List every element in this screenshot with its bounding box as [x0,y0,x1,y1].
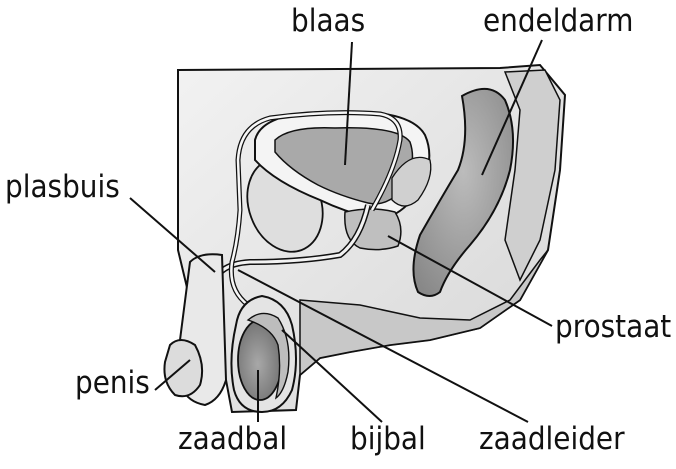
label-blaas: blaas [291,6,365,37]
label-bijbal: bijbal [350,424,426,455]
label-prostaat: prostaat [555,312,671,343]
label-zaadbal: zaadbal [178,424,287,455]
label-endeldarm: endeldarm [483,6,633,37]
label-penis: penis [75,368,150,399]
penis-glans [164,340,202,396]
label-zaadleider: zaadleider [479,424,625,455]
label-plasbuis: plasbuis [5,172,120,203]
